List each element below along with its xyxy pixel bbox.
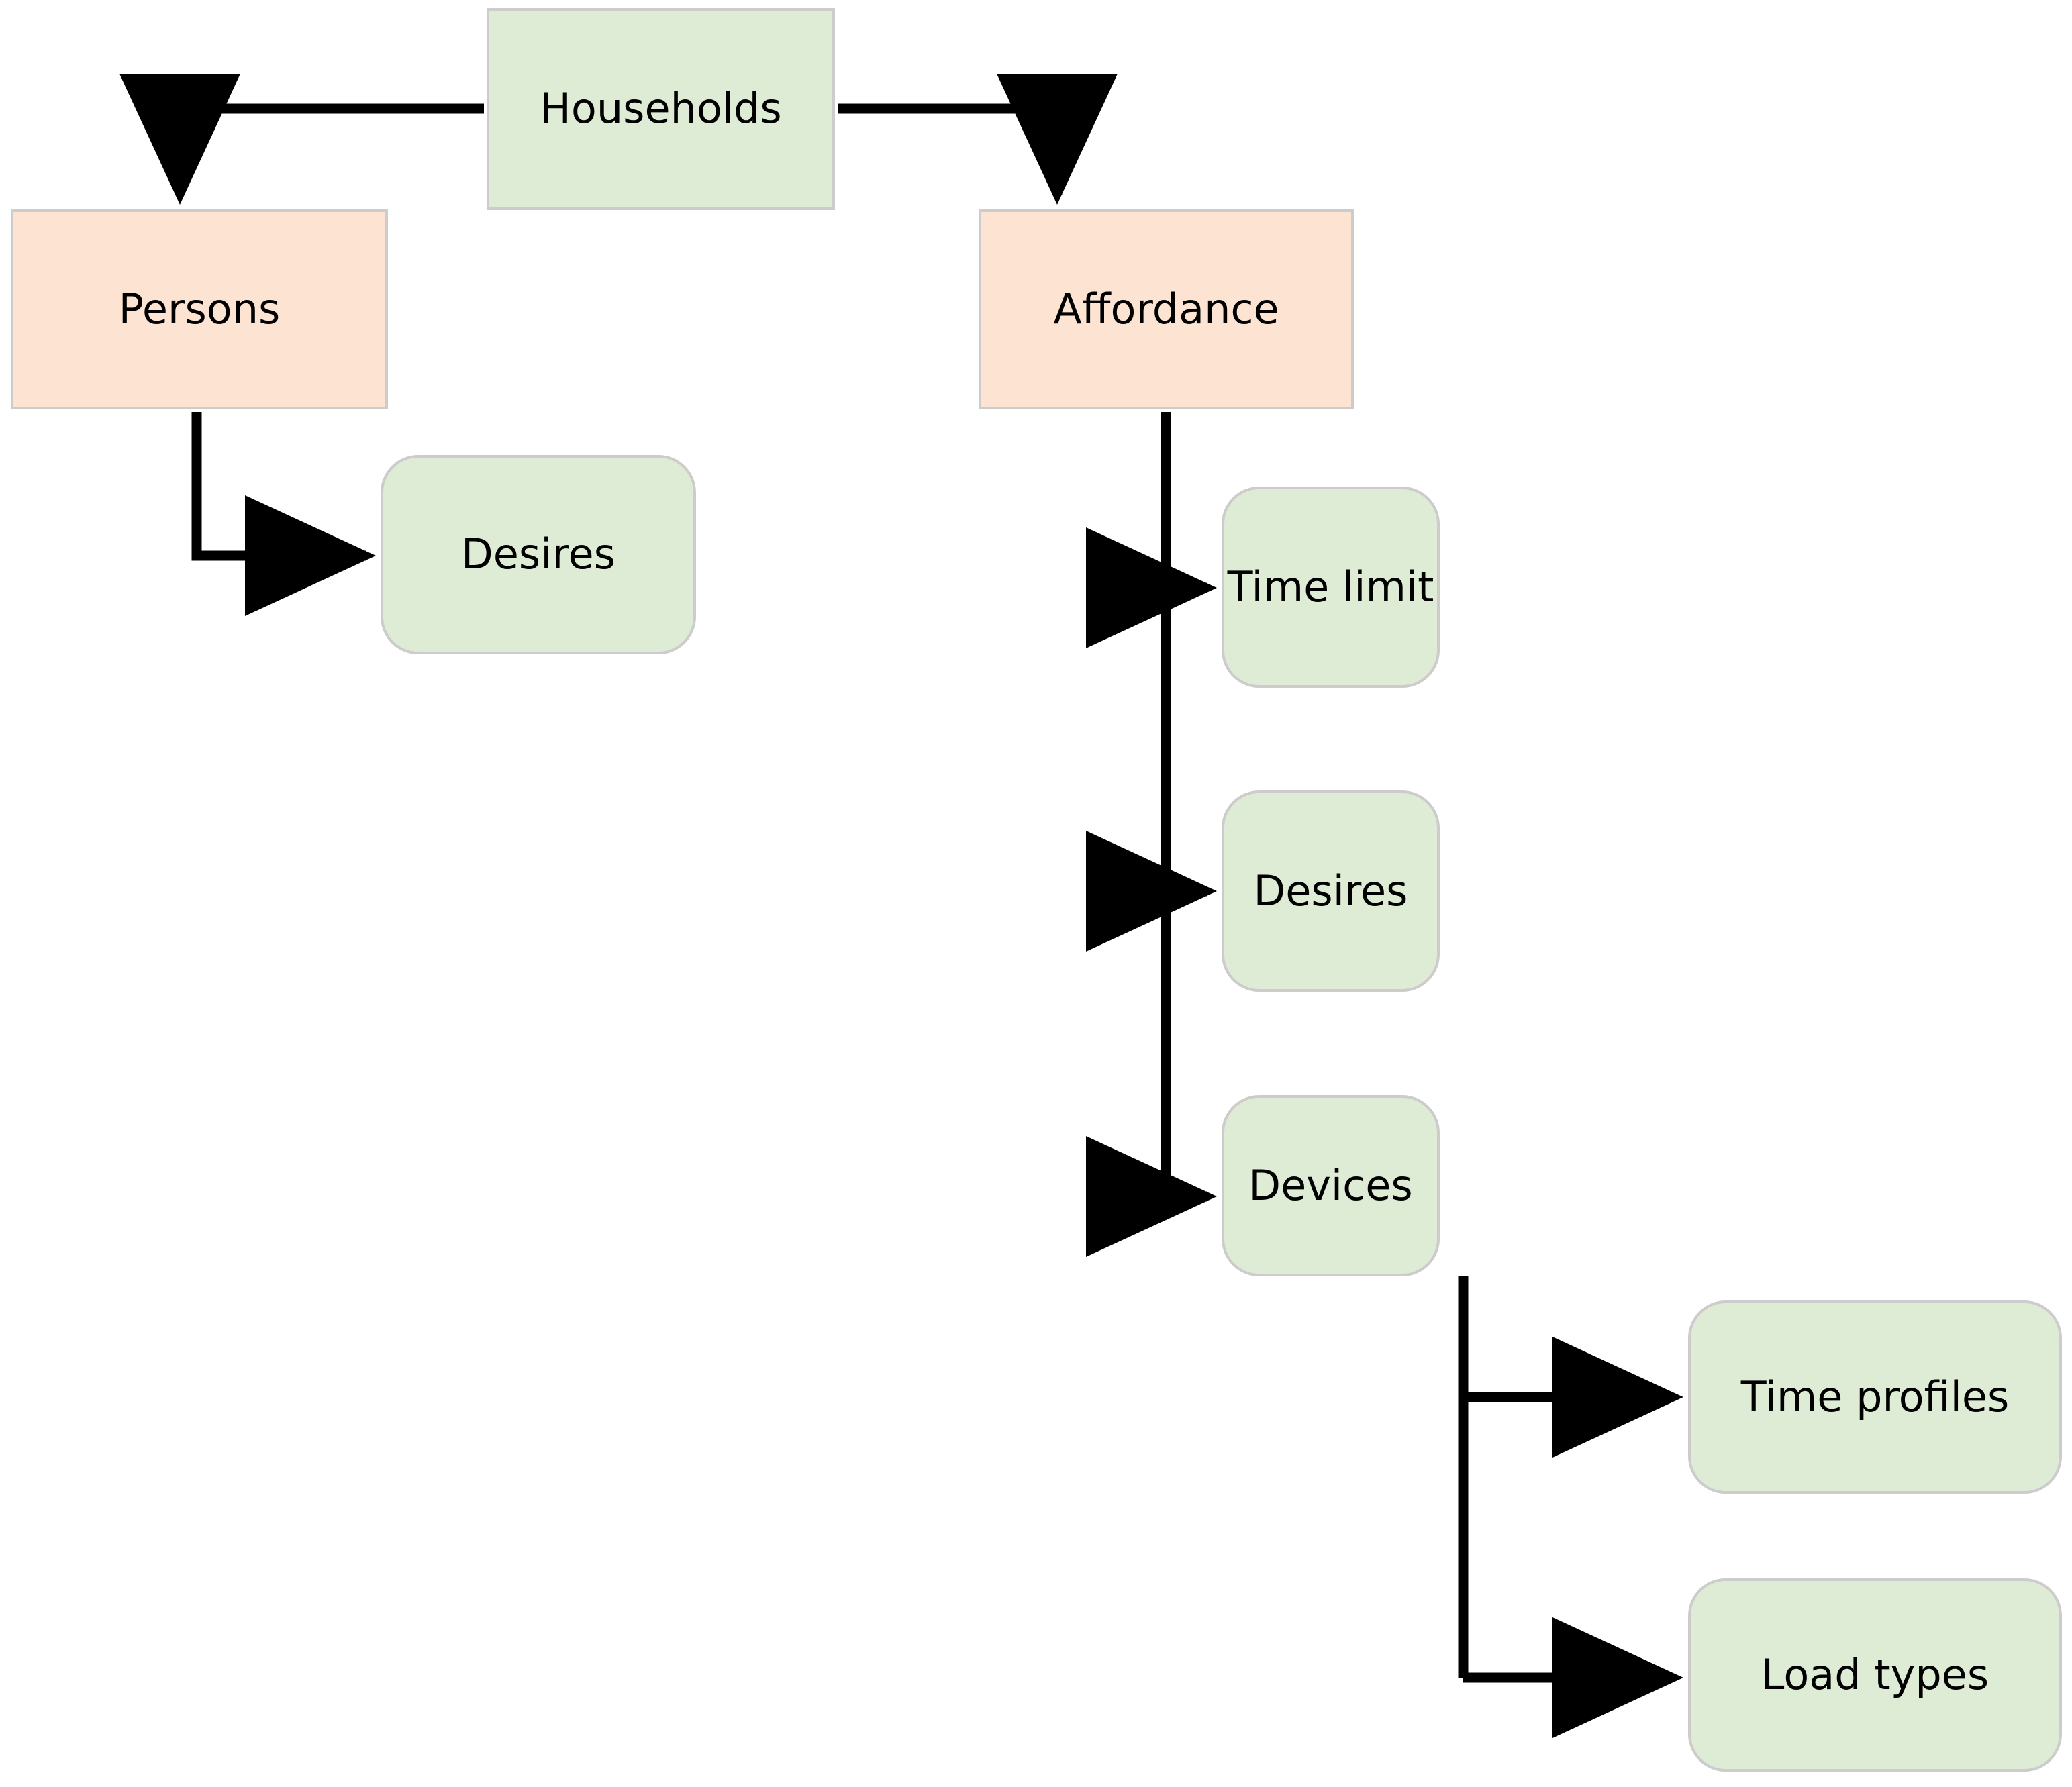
node-affordance-label: Affordance [1053, 284, 1279, 334]
node-persons-label: Persons [118, 284, 281, 334]
node-devices[interactable]: Devices [1222, 1095, 1440, 1276]
node-load-types-label: Load types [1761, 1649, 1989, 1699]
node-desires-affordance[interactable]: Desires [1222, 790, 1440, 992]
node-desires-affordance-label: Desires [1253, 866, 1408, 915]
node-desires-persons-label: Desires [461, 529, 615, 579]
node-households[interactable]: Households [487, 8, 835, 210]
edge-households-to-persons [119, 74, 484, 205]
node-time-limit-label: Time limit [1227, 562, 1434, 611]
node-time-limit[interactable]: Time limit [1222, 487, 1440, 688]
node-devices-label: Devices [1248, 1160, 1413, 1210]
node-households-label: Households [540, 84, 782, 134]
node-desires-persons[interactable]: Desires [381, 455, 696, 654]
node-affordance[interactable]: Affordance [979, 209, 1354, 409]
node-load-types[interactable]: Load types [1688, 1578, 2062, 1772]
node-time-profiles-label: Time profiles [1740, 1372, 2010, 1421]
node-time-profiles[interactable]: Time profiles [1688, 1300, 2062, 1494]
edge-persons-to-desires [191, 412, 376, 616]
edge-households-to-affordance [838, 74, 1118, 205]
node-persons[interactable]: Persons [11, 209, 388, 409]
